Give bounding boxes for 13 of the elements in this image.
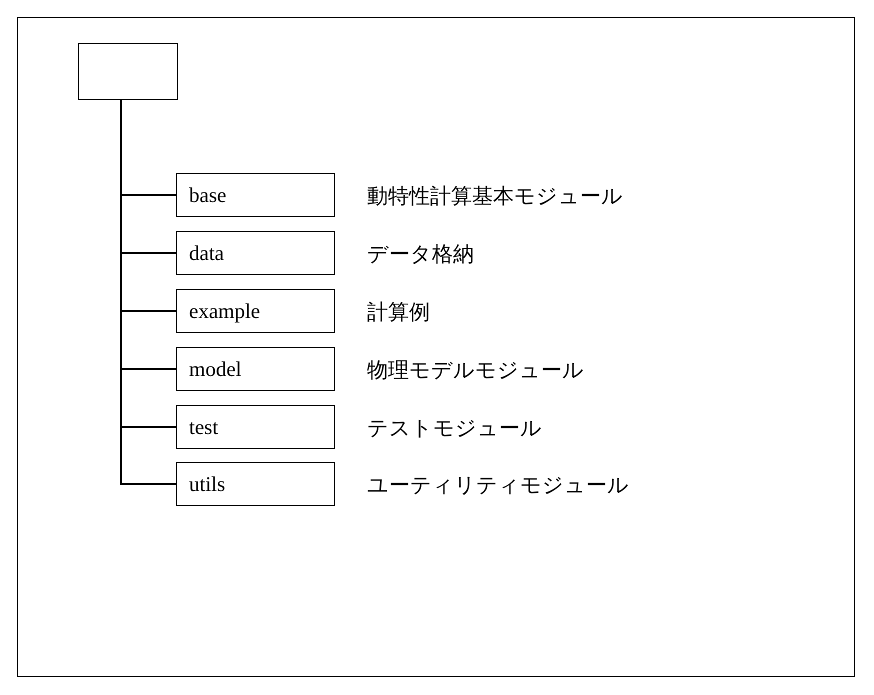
folder-box: model — [176, 347, 335, 391]
description-text: 物理モデルモジュール — [367, 357, 584, 384]
folder-box: utils — [176, 462, 335, 506]
description-text: 計算例 — [367, 299, 430, 326]
description-text: データ格納 — [367, 241, 474, 268]
folder-box: data — [176, 231, 335, 275]
folder-box: base — [176, 173, 335, 217]
folder-box: example — [176, 289, 335, 333]
description-text: 動特性計算基本モジュール — [367, 183, 623, 210]
description-text: テストモジュール — [367, 415, 542, 442]
folder-box: test — [176, 405, 335, 449]
root-box — [78, 43, 178, 100]
description-text: ユーティリティモジュール — [367, 472, 629, 499]
